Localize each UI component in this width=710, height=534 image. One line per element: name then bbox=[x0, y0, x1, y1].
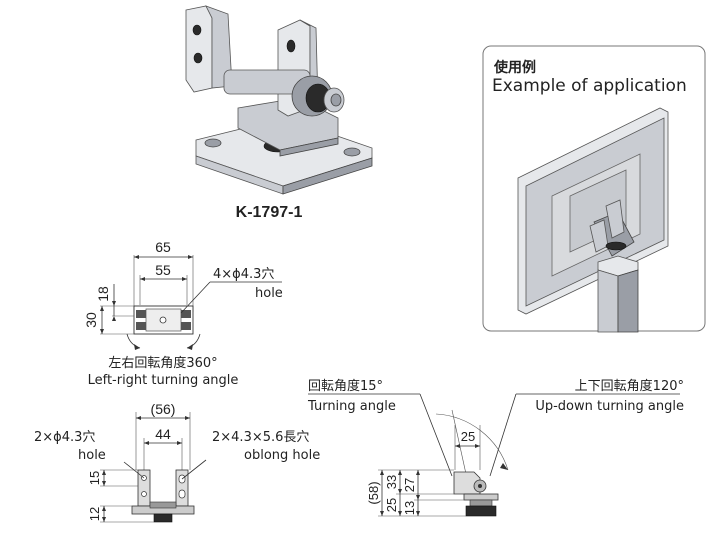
front-dim-56: (56) bbox=[151, 401, 176, 417]
side-dim-33: 33 bbox=[384, 475, 399, 489]
top-dim-30: 30 bbox=[83, 312, 99, 328]
top-view-drawing bbox=[100, 255, 282, 350]
front-dim-15: 15 bbox=[87, 471, 102, 485]
top-hole-callout-jp: 4×ϕ4.3穴 bbox=[213, 267, 274, 282]
top-turning-jp: 左右回転角度360° bbox=[108, 355, 217, 371]
side-dim-27: 27 bbox=[402, 478, 417, 492]
side-updown-en: Up-down turning angle bbox=[535, 399, 684, 414]
application-title-en: Example of application bbox=[492, 76, 687, 96]
side-dim-25-lower: 25 bbox=[384, 498, 399, 512]
side-updown-jp: 上下回転角度120° bbox=[575, 378, 684, 394]
application-panel: 使用例 Example of application bbox=[482, 45, 706, 333]
front-hole-callout-en: hole bbox=[78, 448, 106, 463]
side-dim-58: (58) bbox=[366, 481, 381, 504]
front-oblong-callout-en: oblong hole bbox=[244, 448, 320, 463]
front-view-drawing bbox=[100, 412, 207, 523]
front-dim-44: 44 bbox=[155, 426, 171, 442]
front-dim-12: 12 bbox=[87, 507, 102, 521]
top-dim-55: 55 bbox=[155, 262, 171, 278]
application-title-jp: 使用例 bbox=[493, 59, 536, 76]
product-code: K-1797-1 bbox=[236, 204, 303, 221]
front-hole-callout-jp: 2×ϕ4.3穴 bbox=[34, 430, 95, 445]
side-dim-13: 13 bbox=[402, 501, 417, 515]
side-turning-en: Turning angle bbox=[307, 399, 396, 414]
front-oblong-callout-jp: 2×4.3×5.6長穴 bbox=[212, 430, 309, 445]
side-view-drawing bbox=[308, 393, 680, 517]
product-photo bbox=[185, 5, 373, 195]
side-dim-25-width: 25 bbox=[461, 429, 475, 444]
top-hole-callout-en: hole bbox=[255, 286, 283, 301]
top-dim-65: 65 bbox=[155, 239, 171, 255]
side-turning-jp: 回転角度15° bbox=[308, 378, 383, 394]
top-dim-18: 18 bbox=[95, 286, 111, 302]
top-turning-en: Left-right turning angle bbox=[88, 373, 239, 388]
